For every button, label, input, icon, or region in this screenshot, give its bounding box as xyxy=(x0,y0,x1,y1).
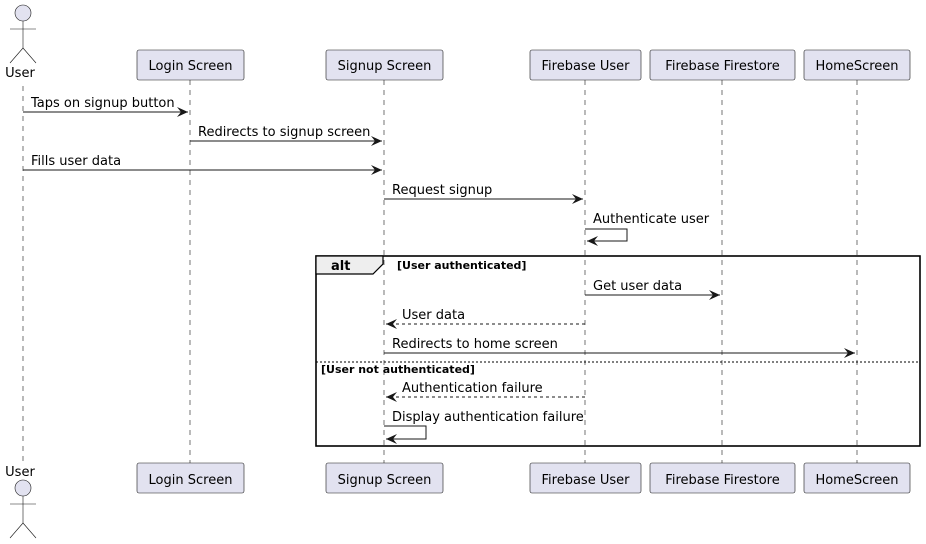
participant-firebase-firestore-top: Firebase Firestore xyxy=(649,49,796,81)
message-label: Redirects to home screen xyxy=(392,337,558,352)
message-get-user-data: Get user data xyxy=(585,279,720,300)
message-label: Taps on signup button xyxy=(30,96,175,111)
fragment-tab xyxy=(315,255,384,275)
message-label: User data xyxy=(402,308,465,323)
participant-firebase-user-top: Firebase User xyxy=(529,49,642,81)
participant-label: Firebase User xyxy=(542,473,631,488)
participant-homescreen-top: HomeScreen xyxy=(803,49,911,81)
message-redirects-to-signup-screen: Redirects to signup screen xyxy=(190,125,382,146)
participant-firebase-firestore-bottom: Firebase Firestore xyxy=(649,462,796,494)
actor-label: User xyxy=(5,465,35,480)
message-request-signup: Request signup xyxy=(384,183,583,204)
message-label: Redirects to signup screen xyxy=(198,125,370,140)
message-label: Get user data xyxy=(593,279,682,294)
fragment-keyword: alt xyxy=(331,259,350,274)
participant-login-screen-top: Login Screen xyxy=(136,49,245,81)
message-fills-user-data: Fills user data xyxy=(23,154,382,175)
fragment-frame xyxy=(315,255,921,447)
participant-label: Firebase User xyxy=(542,59,631,74)
actor-label: User xyxy=(5,66,35,81)
message-display-authentication-failure: Display authentication failure xyxy=(384,410,584,444)
participant-label: Signup Screen xyxy=(338,473,432,488)
fragment-guard-authenticated: [User authenticated] xyxy=(397,259,526,272)
participant-firebase-user-bottom: Firebase User xyxy=(529,462,642,494)
participant-label: Firebase Firestore xyxy=(665,59,779,74)
message-label: Authentication failure xyxy=(402,381,543,396)
participant-login-screen-bottom: Login Screen xyxy=(136,462,245,494)
participant-label: Signup Screen xyxy=(338,59,432,74)
actor-head-icon xyxy=(14,4,32,22)
message-authenticate-user: Authenticate user xyxy=(585,212,710,246)
participant-signup-screen-top: Signup Screen xyxy=(325,49,444,81)
message-taps-on-signup-button: Taps on signup button xyxy=(23,96,188,117)
actor-head-icon xyxy=(14,479,32,497)
participant-signup-screen-bottom: Signup Screen xyxy=(325,462,444,494)
participant-label: Login Screen xyxy=(149,59,233,74)
message-label: Display authentication failure xyxy=(392,410,584,425)
participant-label: HomeScreen xyxy=(815,473,898,488)
message-label: Fills user data xyxy=(31,154,121,169)
message-authentication-failure: Authentication failure xyxy=(386,381,585,402)
participant-label: Login Screen xyxy=(149,473,233,488)
actor-user-bottom: User xyxy=(5,465,37,539)
participant-homescreen-bottom: HomeScreen xyxy=(803,462,911,494)
message-label: Request signup xyxy=(392,183,492,198)
message-user-data: User data xyxy=(386,308,585,329)
participant-label: Firebase Firestore xyxy=(665,473,779,488)
fragment-guard-not-authenticated: [User not authenticated] xyxy=(321,363,475,376)
message-arrow xyxy=(585,228,628,246)
message-redirects-to-home-screen: Redirects to home screen xyxy=(384,337,855,358)
participant-label: HomeScreen xyxy=(815,59,898,74)
actor-user-top: User xyxy=(5,4,37,81)
message-arrow xyxy=(384,425,427,444)
message-label: Authenticate user xyxy=(593,212,710,227)
alt-fragment: alt [User authenticated] [User not authe… xyxy=(315,255,921,447)
